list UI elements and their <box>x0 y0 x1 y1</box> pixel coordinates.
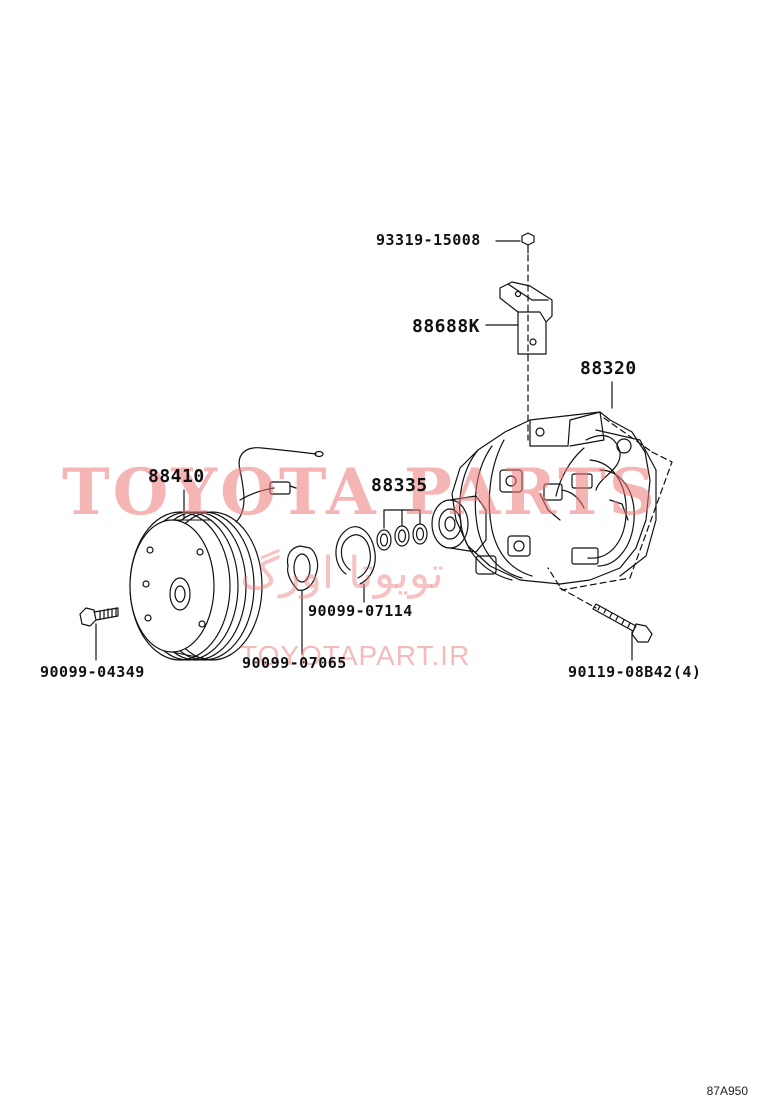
bolt-left-drawing <box>80 608 118 660</box>
label-bolt-right[interactable]: 90119-08B42(4) <box>568 663 702 681</box>
label-bracket[interactable]: 88688K <box>412 316 481 337</box>
watermark-url: TOYOTAPART.IR <box>240 640 471 671</box>
ring-small-drawing <box>288 546 318 654</box>
label-screw-top[interactable]: 93319-15008 <box>376 231 481 249</box>
watermark-persian: تویوتا اورگ <box>240 548 444 599</box>
label-bolt-left[interactable]: 90099-04349 <box>40 663 145 681</box>
bolt-right-drawing <box>560 588 652 660</box>
label-snap-ring[interactable]: 90099-07114 <box>308 602 413 620</box>
snap-ring-drawing <box>336 527 375 602</box>
diagram-code: 87A950 <box>706 1084 748 1098</box>
screw-top-drawing <box>496 233 534 253</box>
clutch-drawing <box>130 448 323 660</box>
label-ring-small[interactable]: 90099-07065 <box>242 654 347 672</box>
compressor-drawing <box>432 382 672 590</box>
label-clutch[interactable]: 88410 <box>148 466 205 487</box>
label-shims[interactable]: 88335 <box>371 475 428 496</box>
shims-drawing <box>377 510 427 550</box>
label-compressor[interactable]: 88320 <box>580 358 637 379</box>
watermark-brand: TOYOTA PARTS <box>62 455 658 530</box>
bracket-drawing <box>486 282 552 354</box>
